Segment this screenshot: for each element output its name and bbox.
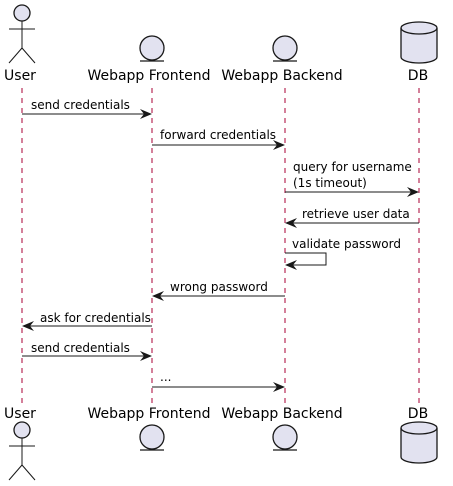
participant-frontend-bottom: Webapp Frontend [87, 406, 211, 451]
actor-icon [8, 421, 36, 481]
database-icon [400, 21, 438, 64]
participant-backend-top: Webapp Backend [221, 35, 343, 84]
actor-icon [8, 4, 36, 64]
message-2: forward credentials [152, 128, 285, 150]
participant-label: DB [408, 406, 428, 422]
participant-label: DB [408, 68, 428, 84]
participant-label: User [4, 406, 36, 422]
message-label: send credentials [31, 341, 130, 355]
entity-icon [139, 424, 165, 451]
message-1: send credentials [22, 98, 152, 119]
message-5: validate password [285, 237, 401, 270]
participant-label: Webapp Frontend [87, 68, 210, 84]
message-label: wrong password [170, 280, 268, 294]
entity-icon [272, 424, 298, 451]
participant-label: Webapp Backend [221, 406, 342, 422]
entity-icon [139, 35, 165, 62]
participant-backend-bottom: Webapp Backend [221, 406, 343, 451]
message-label: retrieve user data [302, 207, 410, 221]
participant-frontend-top: Webapp Frontend [87, 35, 211, 84]
message-3: query for username (1s timeout) [285, 160, 419, 197]
message-label: query for username [293, 160, 412, 174]
message-9: ... [152, 370, 285, 392]
message-label: validate password [292, 237, 401, 251]
message-label: forward credentials [160, 128, 276, 142]
participant-label: Webapp Frontend [87, 406, 210, 422]
message-7: ask for credentials [22, 311, 152, 331]
participant-label: Webapp Backend [221, 68, 342, 84]
participant-label: User [4, 68, 36, 84]
database-icon [400, 421, 438, 464]
message-6: wrong password [152, 280, 285, 301]
message-label: ... [160, 370, 171, 384]
message-4: retrieve user data [285, 207, 419, 228]
message-label: send credentials [31, 98, 130, 112]
message-label: ask for credentials [40, 311, 151, 325]
message-8: send credentials [22, 341, 152, 361]
message-label: (1s timeout) [293, 176, 367, 190]
participant-user-top: User [4, 4, 36, 84]
participant-db-bottom: DB [400, 406, 438, 464]
participant-user-bottom: User [4, 406, 36, 481]
participant-db-top: DB [400, 21, 438, 84]
entity-icon [272, 35, 298, 62]
